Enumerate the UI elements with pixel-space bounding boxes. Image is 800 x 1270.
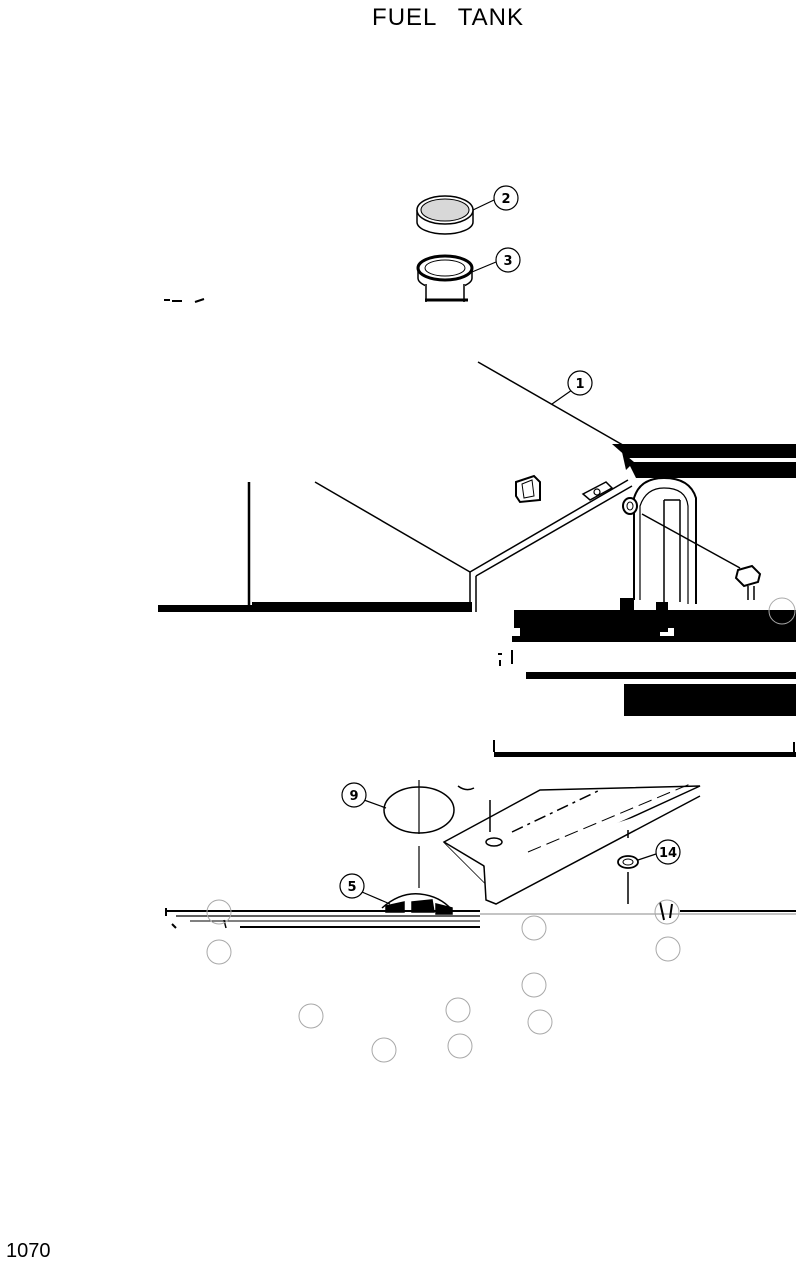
callout-1-label: 1 [575, 377, 584, 392]
fuel-tank-body [158, 361, 796, 612]
callout-5-label: 5 [347, 880, 356, 895]
callout-9: 9 [341, 782, 387, 809]
callout-14: 14 [637, 839, 681, 865]
tank-lower-section [493, 598, 796, 757]
callout-9-label: 9 [349, 789, 358, 804]
callout-1: 1 [551, 370, 593, 405]
callout-2: 2 [472, 185, 519, 211]
rubber-pad [383, 780, 475, 888]
callout-2-label: 2 [501, 192, 510, 207]
callout-14-label: 14 [659, 846, 677, 861]
page-number: 1070 [6, 1240, 51, 1262]
angle-bracket [442, 783, 701, 905]
page-title: FUEL TANK [372, 4, 524, 31]
base-plate [165, 901, 796, 929]
faded-callout-circles [206, 899, 681, 1063]
callout-3-label: 3 [503, 254, 512, 269]
filler-cap [416, 195, 474, 235]
filler-strainer [416, 254, 474, 302]
washer [617, 855, 639, 869]
callout-5: 5 [339, 873, 391, 905]
callout-3: 3 [471, 247, 521, 273]
